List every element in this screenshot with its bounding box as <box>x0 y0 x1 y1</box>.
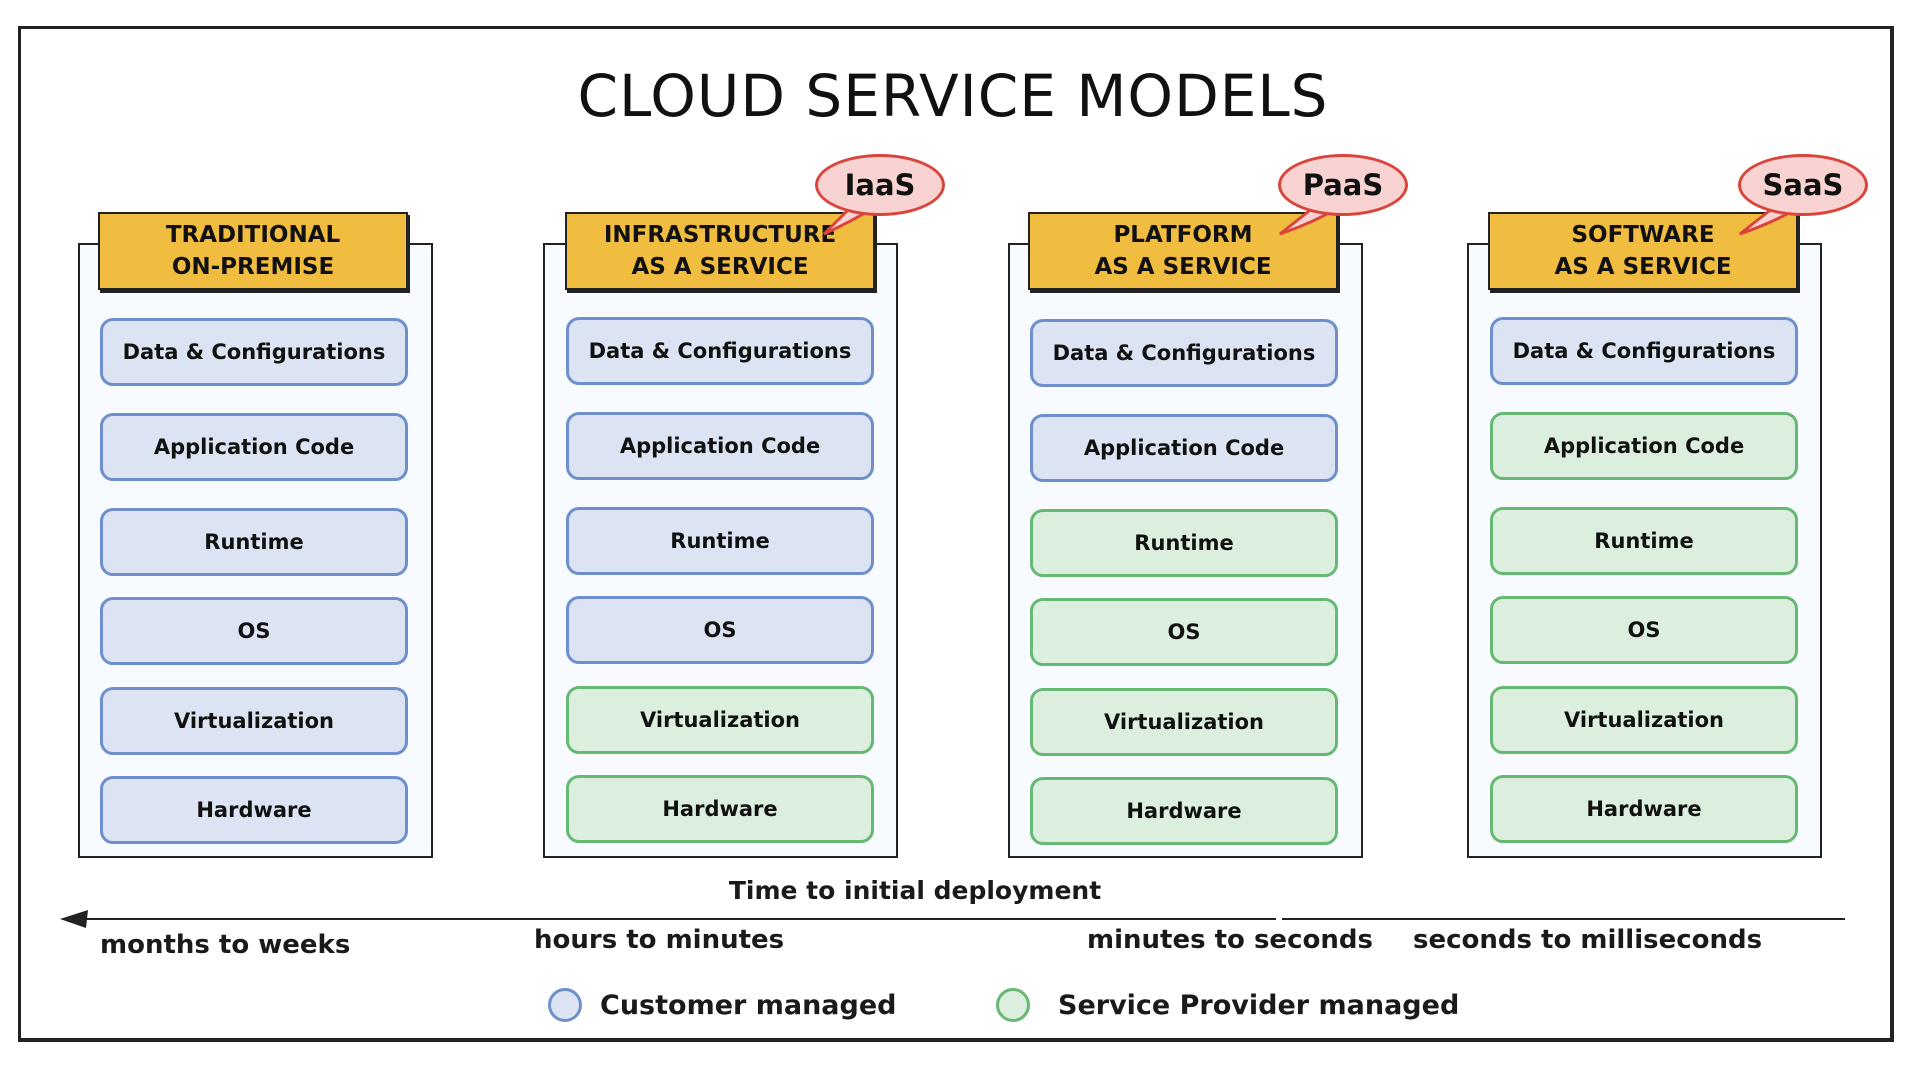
layer-application-code: Application Code <box>1030 414 1338 482</box>
badge-paas: PaaS <box>1278 154 1408 216</box>
header-line-2: AS A SERVICE <box>1554 254 1732 280</box>
layer-os: OS <box>566 596 874 664</box>
diagram-title: CLOUD SERVICE MODELS <box>577 62 1329 130</box>
header-line-1: PLATFORM <box>1113 222 1253 248</box>
header-line-2: ON-PREMISE <box>171 254 335 280</box>
badge-saas: SaaS <box>1738 154 1868 216</box>
header-traditional: TRADITIONAL ON-PREMISE <box>98 212 408 290</box>
legend-provider: Service Provider managed <box>996 988 1459 1022</box>
layer-hardware: Hardware <box>100 776 408 844</box>
header-line-1: TRADITIONAL <box>165 222 341 248</box>
layer-data-configurations: Data & Configurations <box>1030 319 1338 387</box>
layer-hardware: Hardware <box>1030 777 1338 845</box>
layer-virtualization: Virtualization <box>1030 688 1338 756</box>
layer-application-code: Application Code <box>566 412 874 480</box>
layer-application-code: Application Code <box>100 413 408 481</box>
layer-runtime: Runtime <box>1490 507 1798 575</box>
timeline-label-saas: seconds to milliseconds <box>1413 925 1763 955</box>
header-line-2: AS A SERVICE <box>631 254 809 280</box>
timeline-title: Time to initial deployment <box>728 876 1102 905</box>
layer-os: OS <box>1030 598 1338 666</box>
layer-hardware: Hardware <box>566 775 874 843</box>
header-paas: PLATFORM AS A SERVICE <box>1028 212 1338 290</box>
layer-virtualization: Virtualization <box>566 686 874 754</box>
header-line-1: SOFTWARE <box>1571 222 1715 248</box>
header-line-1: INFRASTRUCTURE <box>603 222 837 248</box>
legend-customer-label: Customer managed <box>600 989 897 1021</box>
layer-runtime: Runtime <box>566 507 874 575</box>
layer-data-configurations: Data & Configurations <box>566 317 874 385</box>
legend-customer: Customer managed <box>548 988 897 1022</box>
header-iaas: INFRASTRUCTURE AS A SERVICE <box>565 212 875 290</box>
header-saas: SOFTWARE AS A SERVICE <box>1488 212 1798 290</box>
timeline-label-iaas: hours to minutes <box>534 925 785 955</box>
layer-os: OS <box>100 597 408 665</box>
layer-data-configurations: Data & Configurations <box>100 318 408 386</box>
badge-iaas: IaaS <box>815 154 945 216</box>
layer-data-configurations: Data & Configurations <box>1490 317 1798 385</box>
layer-application-code: Application Code <box>1490 412 1798 480</box>
timeline-label-traditional: months to weeks <box>100 930 351 960</box>
header-line-2: AS A SERVICE <box>1094 254 1272 280</box>
legend-customer-swatch <box>548 988 582 1022</box>
layer-virtualization: Virtualization <box>100 687 408 755</box>
layer-os: OS <box>1490 596 1798 664</box>
timeline-label-paas: minutes to seconds <box>1087 925 1373 955</box>
layer-runtime: Runtime <box>100 508 408 576</box>
layer-runtime: Runtime <box>1030 509 1338 577</box>
timeline-arrow <box>60 910 1845 928</box>
diagram-frame <box>18 26 1894 1042</box>
layer-virtualization: Virtualization <box>1490 686 1798 754</box>
layer-hardware: Hardware <box>1490 775 1798 843</box>
legend-provider-swatch <box>996 988 1030 1022</box>
legend-provider-label: Service Provider managed <box>1058 989 1460 1021</box>
